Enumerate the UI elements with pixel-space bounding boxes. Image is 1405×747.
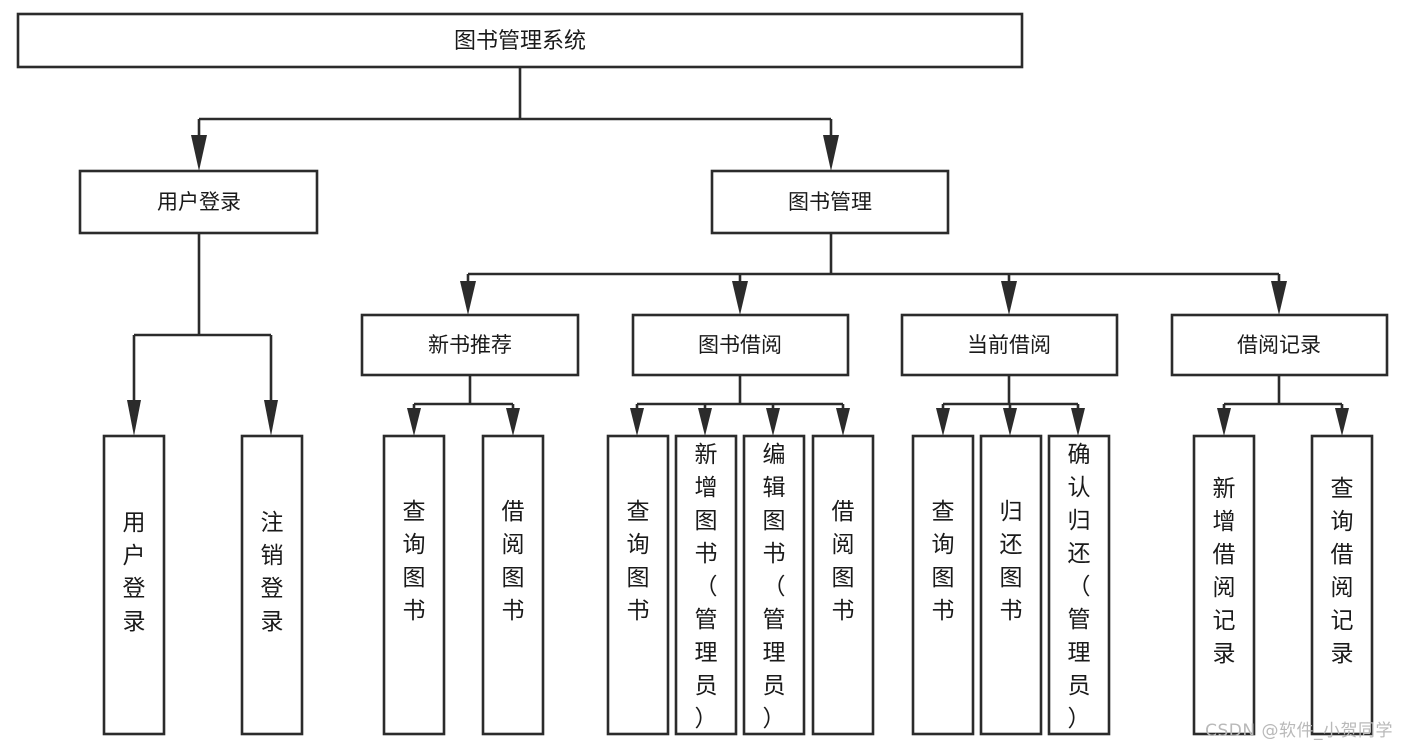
arrow-head-query-book-1: [407, 408, 421, 436]
leaf-node-borrow-book-recommend[interactable]: 借阅图书: [481, 434, 545, 736]
leaf-node-confirm-return-admin[interactable]: 确认归还（管理员）: [1047, 434, 1111, 736]
arrow-head-leaf-user-login: [127, 400, 141, 436]
leaf-node-add-book-admin-label: 新增图书（管理员）: [695, 442, 718, 732]
node-borrow-record-label: 借阅记录: [1237, 333, 1321, 357]
connector-borrow-record-to-leaves: [1217, 375, 1349, 436]
leaf-node-query-book-recommend-box: [382, 434, 446, 736]
arrow-head-add-borrow-record: [1217, 408, 1231, 436]
arrow-head-borrow-book-2: [836, 408, 850, 436]
leaf-node-user-login[interactable]: 用户登录: [102, 434, 166, 736]
arrow-head-query-borrow-record: [1335, 408, 1349, 436]
node-book-management-label: 图书管理: [788, 190, 872, 214]
node-book-borrow-box: [631, 313, 850, 377]
leaf-node-add-borrow-record-label: 新增借阅记录: [1213, 476, 1236, 667]
arrow-head-book-borrow: [732, 281, 748, 315]
leaf-node-return-book-box: [979, 434, 1043, 736]
leaf-node-query-borrow-record-box: [1310, 434, 1374, 736]
arrow-head-edit-book: [766, 408, 780, 436]
node-book-borrow[interactable]: 图书借阅: [631, 313, 850, 377]
arrow-head-new-book-recommend: [460, 281, 476, 315]
leaf-node-user-login-label: 用户登录: [123, 510, 146, 635]
leaf-node-query-book-borrow[interactable]: 查询图书: [606, 434, 670, 736]
node-new-book-recommend-label: 新书推荐: [428, 333, 512, 357]
arrow-head-return-book: [1003, 408, 1017, 436]
leaf-node-user-login-box: [102, 434, 166, 736]
node-current-borrow-box: [900, 313, 1119, 377]
leaf-node-add-borrow-record-box: [1192, 434, 1256, 736]
node-borrow-record[interactable]: 借阅记录: [1170, 313, 1389, 377]
node-book-management[interactable]: 图书管理: [710, 169, 950, 235]
node-user-login-label: 用户登录: [157, 190, 241, 214]
connector-book-borrow-to-leaves: [630, 375, 850, 436]
node-user-login-box: [78, 169, 319, 235]
leaf-node-return-book[interactable]: 归还图书: [979, 434, 1043, 736]
connector-current-borrow-to-leaves: [936, 375, 1085, 436]
node-user-login[interactable]: 用户登录: [78, 169, 319, 235]
leaf-node-return-book-label: 归还图书: [1000, 499, 1023, 624]
leaf-node-borrow-book-borrow-label: 借阅图书: [832, 499, 855, 624]
leaf-node-query-book-borrow-label: 查询图书: [627, 499, 650, 624]
leaf-node-query-book-current[interactable]: 查询图书: [911, 434, 975, 736]
connector-root-to-level2: [191, 67, 839, 171]
connector-new-book-to-leaves: [407, 375, 520, 436]
arrow-head-query-book-3: [936, 408, 950, 436]
leaf-node-borrow-book-recommend-box: [481, 434, 545, 736]
arrow-head-query-book-2: [630, 408, 644, 436]
node-book-borrow-label: 图书借阅: [698, 333, 782, 357]
node-new-book-recommend[interactable]: 新书推荐: [360, 313, 580, 377]
arrow-head-confirm-return: [1071, 408, 1085, 436]
node-current-borrow[interactable]: 当前借阅: [900, 313, 1119, 377]
leaf-node-query-book-borrow-box: [606, 434, 670, 736]
arrow-head-current-borrow: [1001, 281, 1017, 315]
node-book-management-box: [710, 169, 950, 235]
leaf-node-borrow-book-borrow-box: [811, 434, 875, 736]
leaf-node-add-borrow-record[interactable]: 新增借阅记录: [1192, 434, 1256, 736]
leaf-node-borrow-book-borrow[interactable]: 借阅图书: [811, 434, 875, 736]
node-root-system[interactable]: 图书管理系统: [16, 12, 1024, 69]
arrow-head-add-book: [698, 408, 712, 436]
leaf-node-edit-book-admin[interactable]: 编辑图书（管理员）: [742, 434, 806, 736]
leaf-node-query-book-recommend[interactable]: 查询图书: [382, 434, 446, 736]
arrow-head-leaf-logout: [264, 400, 278, 436]
leaf-node-logout-label: 注销登录: [261, 510, 284, 635]
leaf-node-edit-book-admin-label: 编辑图书（管理员）: [763, 442, 786, 732]
node-new-book-recommend-box: [360, 313, 580, 377]
node-current-borrow-label: 当前借阅: [967, 333, 1051, 357]
leaf-node-add-book-admin[interactable]: 新增图书（管理员）: [674, 434, 738, 736]
arrow-head-user-login: [191, 135, 207, 171]
leaf-node-confirm-return-admin-box: [1047, 434, 1111, 736]
connector-book-mgmt-to-level3: [460, 233, 1287, 315]
leaf-node-edit-book-admin-box: [742, 434, 806, 736]
leaf-node-logout[interactable]: 注销登录: [240, 434, 304, 736]
leaf-node-query-book-current-label: 查询图书: [932, 499, 955, 624]
node-root-system-label: 图书管理系统: [454, 29, 586, 54]
leaf-node-add-book-admin-box: [674, 434, 738, 736]
leaf-node-query-book-recommend-label: 查询图书: [403, 499, 426, 624]
arrow-head-borrow-record: [1271, 281, 1287, 315]
leaf-node-query-book-current-box: [911, 434, 975, 736]
leaf-node-query-borrow-record[interactable]: 查询借阅记录: [1310, 434, 1374, 736]
leaf-node-borrow-book-recommend-label: 借阅图书: [502, 499, 525, 624]
leaf-node-confirm-return-admin-label: 确认归还（管理员）: [1068, 442, 1091, 732]
connector-user-login-to-leaves: [127, 233, 278, 436]
node-root-system-box: [16, 12, 1024, 69]
node-borrow-record-box: [1170, 313, 1389, 377]
csdn-watermark: CSDN @软件_小贺同学: [1205, 721, 1393, 741]
leaf-node-query-borrow-record-label: 查询借阅记录: [1331, 476, 1354, 667]
arrow-head-borrow-book-1: [506, 408, 520, 436]
leaf-node-logout-box: [240, 434, 304, 736]
arrow-head-book-mgmt: [823, 135, 839, 171]
